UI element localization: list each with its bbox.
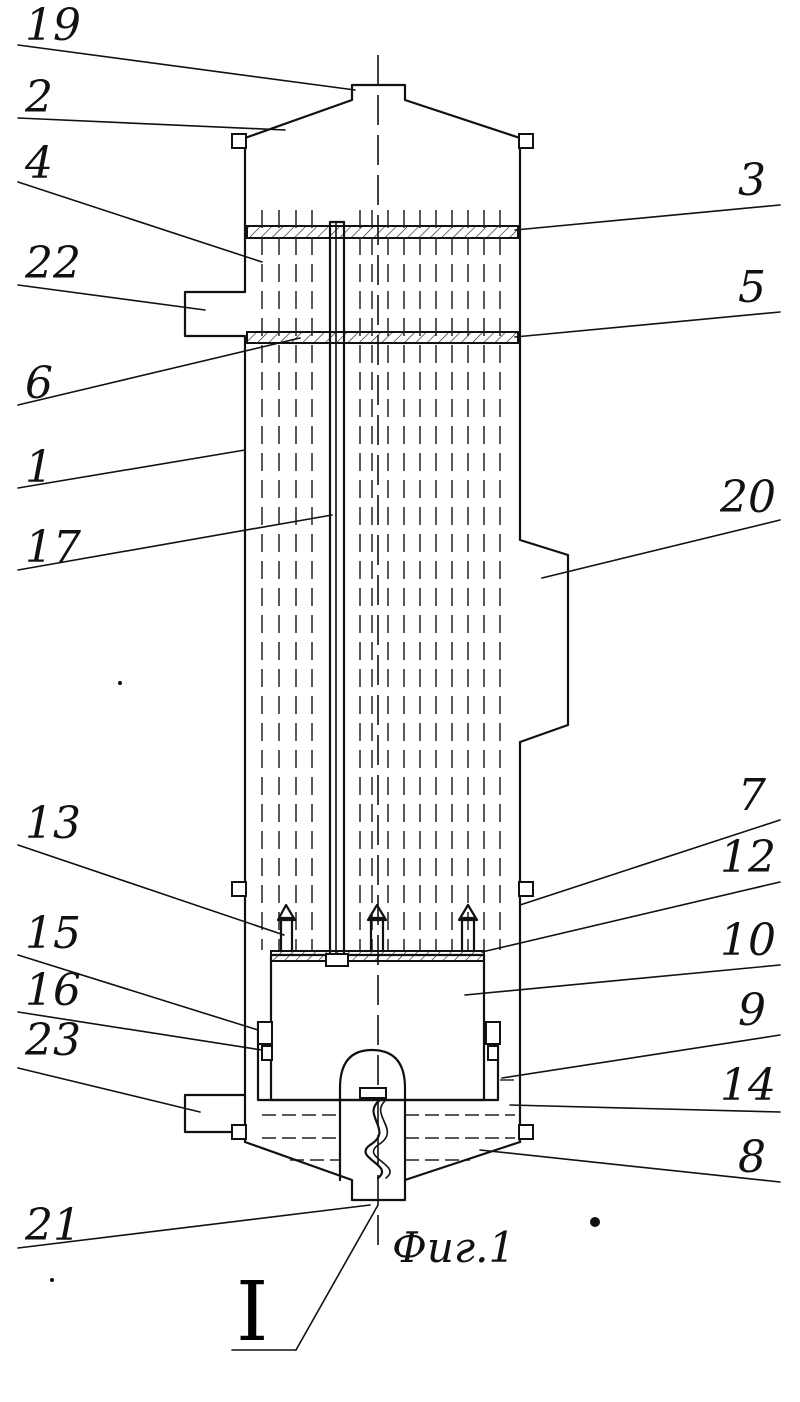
speck <box>118 681 122 685</box>
callout-22: 22 <box>24 238 81 289</box>
callout-23: 23 <box>24 1015 81 1066</box>
callout-16: 16 <box>25 965 81 1016</box>
shell <box>185 232 568 1095</box>
callout-13: 13 <box>25 798 81 849</box>
heater-bell <box>340 1050 405 1180</box>
callout-17: 17 <box>25 522 81 573</box>
callout-9: 9 <box>738 985 766 1036</box>
upper-tube-sheet <box>247 226 518 238</box>
callout-10: 10 <box>720 915 776 966</box>
callout-4: 4 <box>24 138 53 189</box>
callout-15: 15 <box>25 908 81 959</box>
callout-2: 2 <box>24 72 53 123</box>
callout-20: 20 <box>719 472 776 523</box>
speck <box>590 1217 600 1227</box>
top-head <box>232 85 533 232</box>
callout-12: 12 <box>720 832 776 883</box>
callout-6: 6 <box>25 358 53 409</box>
bottom-cone <box>185 1095 533 1200</box>
callout-14: 14 <box>720 1060 776 1111</box>
lower-bath <box>258 1022 518 1160</box>
callout-3: 3 <box>738 155 766 206</box>
callout-5: 5 <box>738 262 766 313</box>
leader-lines <box>18 45 780 1350</box>
callout-1: 1 <box>25 442 53 493</box>
callout-8: 8 <box>738 1132 766 1183</box>
callout-7: 7 <box>738 770 766 821</box>
detail-mark: I <box>236 1265 268 1360</box>
tube-bundle <box>262 210 500 950</box>
callout-21: 21 <box>24 1200 81 1251</box>
callout-19: 19 <box>25 0 81 51</box>
speck <box>50 1278 54 1282</box>
figure-caption: Фиг.1 <box>392 1223 515 1272</box>
